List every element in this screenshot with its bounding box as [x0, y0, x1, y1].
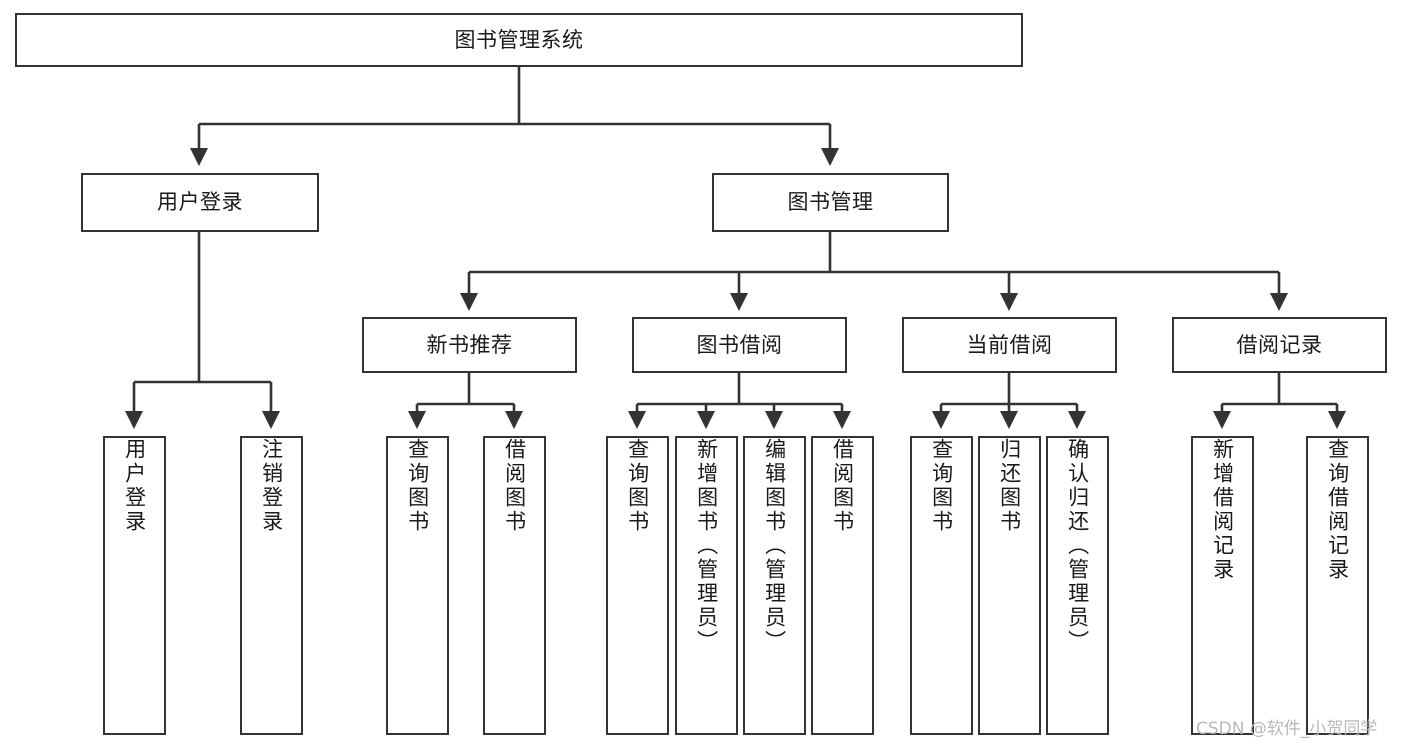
node-borrow-record-label: 借阅记录 — [1236, 332, 1323, 357]
leaf-borrow-record-1[interactable]: 新增借阅记录 — [1191, 436, 1254, 735]
node-root[interactable]: 图书管理系统 — [15, 13, 1023, 67]
leaf-new-book-1-label: 查询图书 — [405, 438, 430, 534]
leaf-user-login-2[interactable]: 注销登录 — [240, 436, 303, 735]
csdn-watermark: CSDN @软件_小贺同学 — [1196, 719, 1378, 739]
leaf-current-borrow-2[interactable]: 归还图书 — [978, 436, 1041, 735]
leaf-current-borrow-2-label: 归还图书 — [997, 438, 1022, 534]
leaf-user-login-1-label: 用户登录 — [122, 438, 147, 534]
node-book-management-label: 图书管理 — [787, 190, 874, 215]
node-current-borrow-label: 当前借阅 — [966, 332, 1053, 357]
leaf-book-borrow-3[interactable]: 编辑图书（管理员） — [743, 436, 806, 735]
leaf-book-borrow-4-label: 借阅图书 — [830, 438, 855, 534]
node-book-borrow[interactable]: 图书借阅 — [632, 317, 847, 373]
node-book-borrow-label: 图书借阅 — [696, 332, 783, 357]
leaf-book-borrow-4[interactable]: 借阅图书 — [811, 436, 874, 735]
leaf-current-borrow-3[interactable]: 确认归还（管理员） — [1046, 436, 1109, 735]
leaf-borrow-record-1-label: 新增借阅记录 — [1210, 438, 1235, 582]
leaf-book-borrow-2[interactable]: 新增图书（管理员） — [675, 436, 738, 735]
leaf-user-login-2-label: 注销登录 — [259, 438, 284, 534]
leaf-book-borrow-1-label: 查询图书 — [625, 438, 650, 534]
leaf-current-borrow-1[interactable]: 查询图书 — [910, 436, 973, 735]
node-borrow-record[interactable]: 借阅记录 — [1172, 317, 1387, 373]
node-new-book-recommend-label: 新书推荐 — [426, 332, 513, 357]
leaf-book-borrow-2-label: 新增图书（管理员） — [694, 438, 719, 654]
leaf-user-login-1[interactable]: 用户登录 — [103, 436, 166, 735]
leaf-current-borrow-3-label: 确认归还（管理员） — [1065, 438, 1090, 654]
leaf-new-book-1[interactable]: 查询图书 — [386, 436, 449, 735]
leaf-current-borrow-1-label: 查询图书 — [929, 438, 954, 534]
node-user-login[interactable]: 用户登录 — [81, 173, 319, 232]
leaf-book-borrow-1[interactable]: 查询图书 — [606, 436, 669, 735]
leaf-book-borrow-3-label: 编辑图书（管理员） — [762, 438, 787, 654]
node-current-borrow[interactable]: 当前借阅 — [902, 317, 1117, 373]
leaf-new-book-2[interactable]: 借阅图书 — [483, 436, 546, 735]
leaf-borrow-record-2-label: 查询借阅记录 — [1325, 438, 1350, 582]
leaf-new-book-2-label: 借阅图书 — [502, 438, 527, 534]
node-root-label: 图书管理系统 — [454, 27, 584, 52]
node-user-login-label: 用户登录 — [157, 190, 243, 215]
leaf-borrow-record-2[interactable]: 查询借阅记录 — [1306, 436, 1369, 735]
node-new-book-recommend[interactable]: 新书推荐 — [362, 317, 577, 373]
node-book-management[interactable]: 图书管理 — [712, 173, 949, 232]
